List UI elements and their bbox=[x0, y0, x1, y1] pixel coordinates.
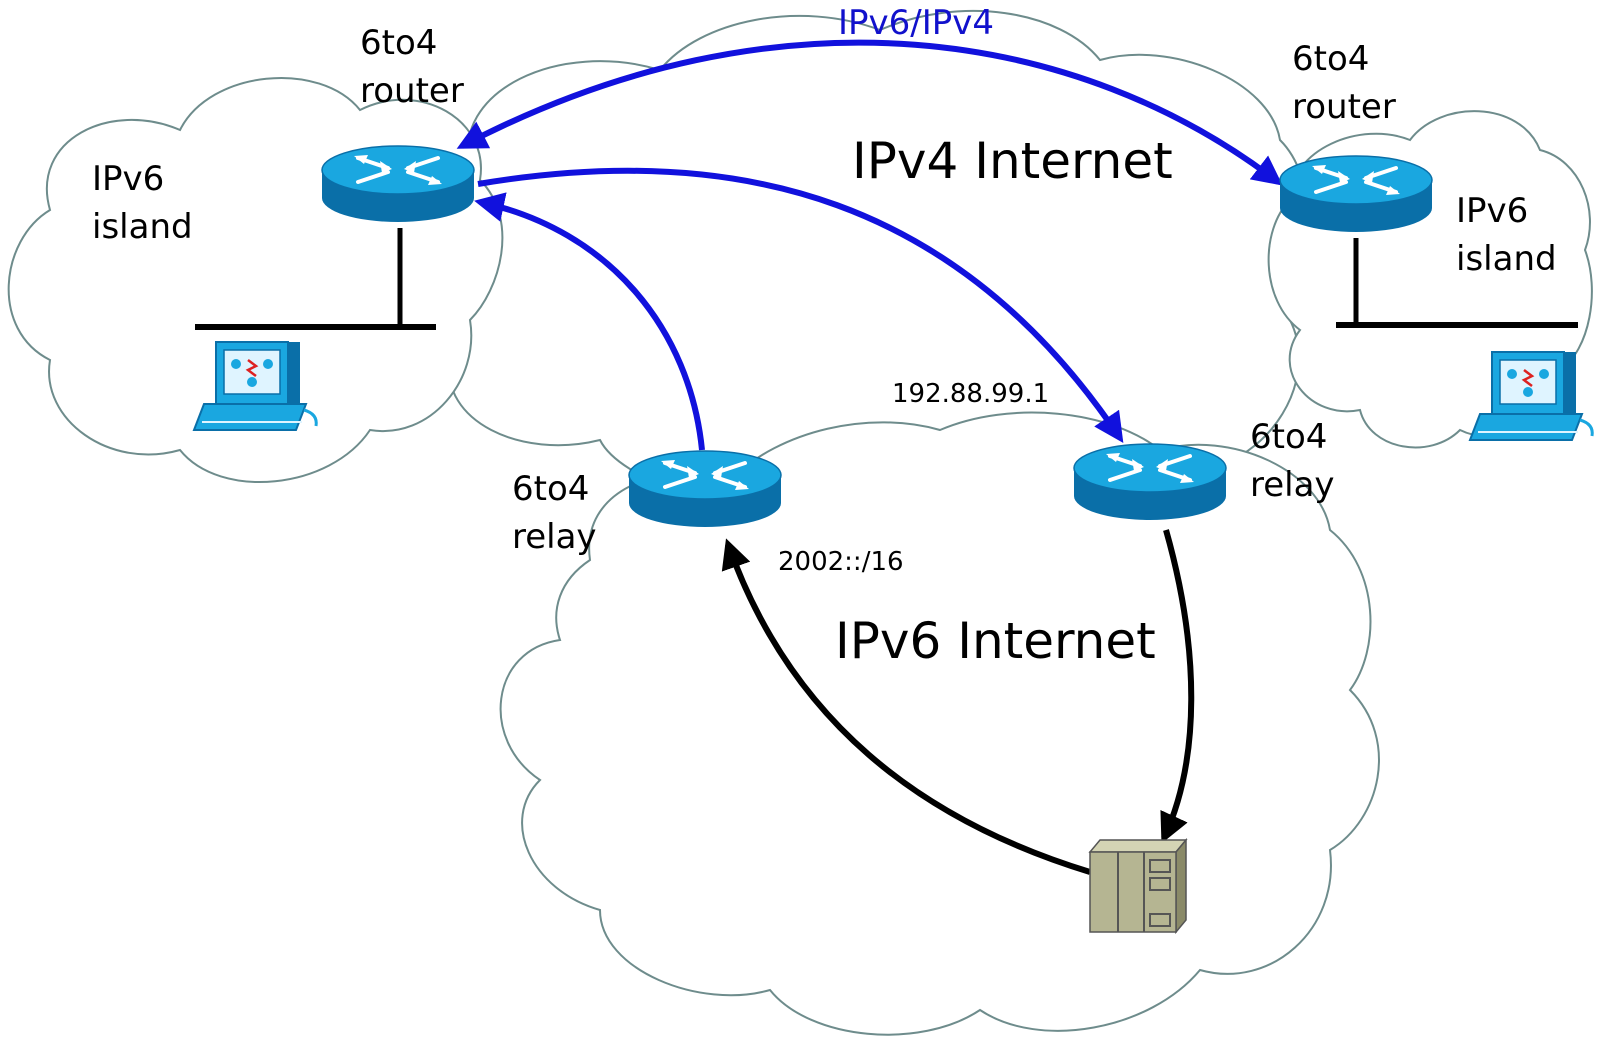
right-relay-label-line1: 6to4 bbox=[1250, 417, 1327, 457]
left-router-label-line1: 6to4 bbox=[360, 23, 437, 63]
left-island-label-line2: island bbox=[92, 207, 193, 247]
right-6to4-relay[interactable] bbox=[1072, 442, 1228, 522]
right-lan-segment bbox=[1336, 238, 1578, 328]
relay-ipv6-prefix-label: 2002::/16 bbox=[778, 547, 904, 577]
tunnel-arrow-from-left-relay bbox=[474, 192, 705, 451]
tunnel-arrow-routers bbox=[456, 39, 1283, 186]
router-icon bbox=[1278, 154, 1434, 234]
left-relay-label-line2: relay bbox=[512, 517, 597, 557]
ipv6-arrow-relay-to-server bbox=[1160, 529, 1195, 844]
right-island-label-line1: IPv6 bbox=[1456, 191, 1528, 231]
tunnel-arrow-to-right-relay bbox=[477, 167, 1124, 443]
right-6to4-router[interactable] bbox=[1278, 154, 1434, 234]
router-icon bbox=[627, 449, 783, 529]
ipv6-internet-label: IPv6 Internet bbox=[835, 612, 1156, 670]
right-router-label-line1: 6to4 bbox=[1292, 39, 1369, 79]
ipv6-arrow-server-to-relay bbox=[721, 538, 1091, 875]
router-icon bbox=[320, 144, 476, 224]
tunnel-protocol-label: IPv6/IPv4 bbox=[838, 3, 994, 43]
right-router-label-line2: router bbox=[1292, 87, 1396, 127]
ipv6-server[interactable] bbox=[1088, 837, 1188, 935]
left-lan-segment bbox=[195, 228, 436, 330]
relay-ipv4-address-label: 192.88.99.1 bbox=[892, 379, 1049, 409]
server-icon bbox=[1088, 837, 1188, 935]
right-island-label-line2: island bbox=[1456, 239, 1557, 279]
right-relay-label-line2: relay bbox=[1250, 465, 1335, 505]
ipv4-internet-label: IPv4 Internet bbox=[852, 132, 1173, 190]
left-island-label-line1: IPv6 bbox=[92, 159, 164, 199]
left-6to4-router[interactable] bbox=[320, 144, 476, 224]
router-icon bbox=[1072, 442, 1228, 522]
left-router-label-line2: router bbox=[360, 71, 464, 111]
left-6to4-relay[interactable] bbox=[627, 449, 783, 529]
left-relay-label-line1: 6to4 bbox=[512, 469, 589, 509]
